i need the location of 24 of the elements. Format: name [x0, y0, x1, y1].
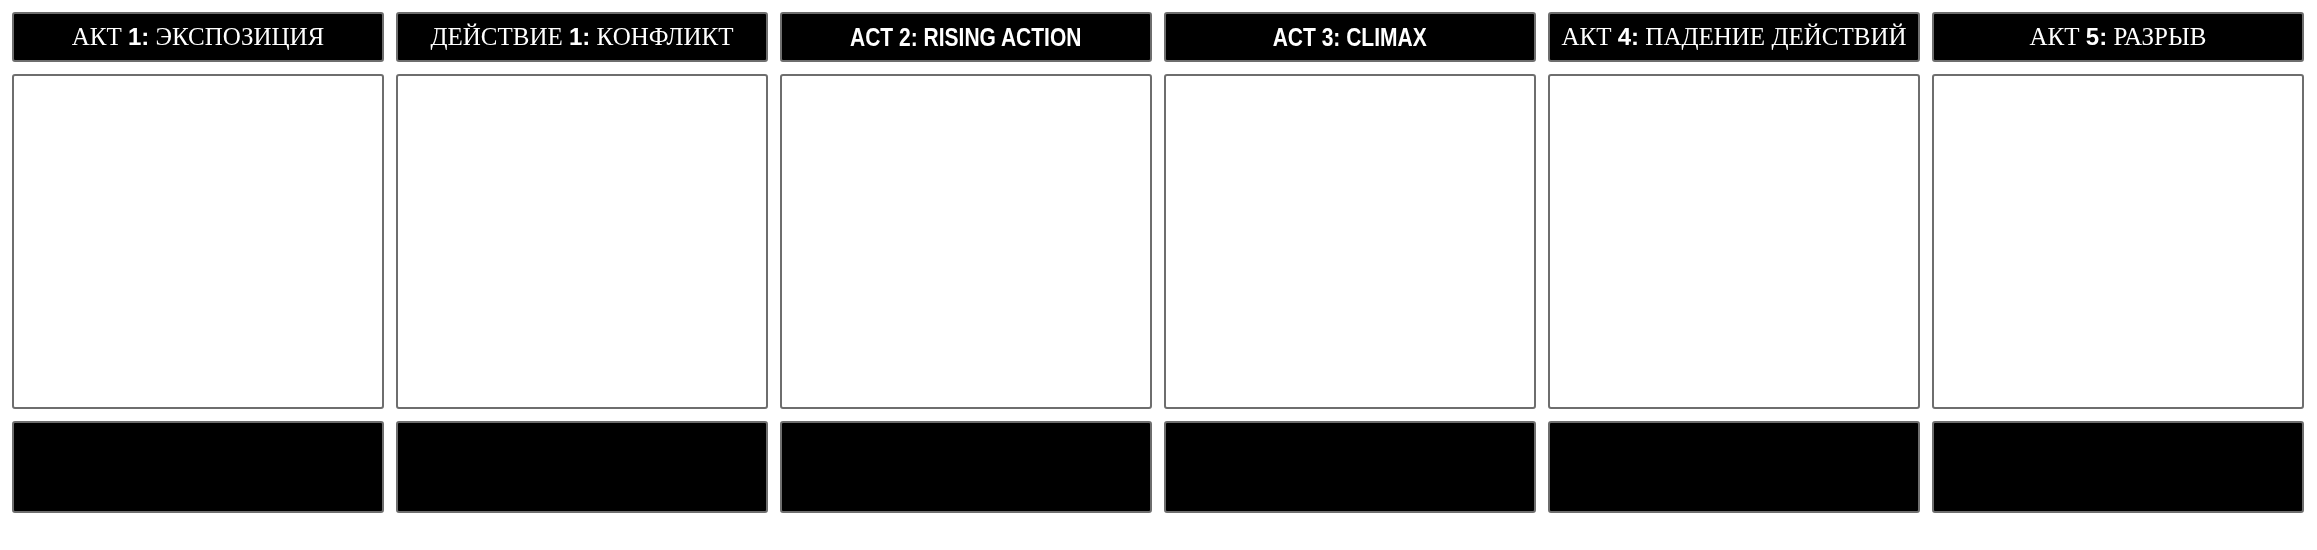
caption-panel — [1548, 421, 1920, 513]
storyboard-panel — [12, 74, 384, 409]
caption-panel — [780, 421, 1152, 513]
storyboard-panel — [396, 74, 768, 409]
act-title: АКТ 4: ПАДЕНИЕ ДЕЙСТВИЙ — [1561, 23, 1907, 51]
heading-bar — [1164, 12, 1536, 62]
act-title: ACT 2: RISING ACTION — [850, 22, 1082, 52]
heading-bar — [1932, 12, 2304, 62]
storyboard-panel — [780, 74, 1152, 409]
caption-panel — [396, 421, 768, 513]
heading-bar — [780, 12, 1152, 62]
act-title: АКТ 1: ЭКСПОЗИЦИЯ — [71, 23, 325, 51]
caption-panel — [1932, 421, 2304, 513]
heading-bar — [396, 12, 768, 62]
act-title: АКТ 5: РАЗРЫВ — [2029, 23, 2207, 51]
caption-panel — [1164, 421, 1536, 513]
act-title: ДЕЙСТВИЕ 1: КОНФЛИКТ — [430, 23, 734, 51]
storyboard-panel — [1548, 74, 1920, 409]
storyboard-panel — [1164, 74, 1536, 409]
act-title: ACT 3: CLIMAX — [1273, 22, 1427, 52]
storyboard-panel — [1932, 74, 2304, 409]
heading-bar — [12, 12, 384, 62]
caption-panel — [12, 421, 384, 513]
heading-bar — [1548, 12, 1920, 62]
